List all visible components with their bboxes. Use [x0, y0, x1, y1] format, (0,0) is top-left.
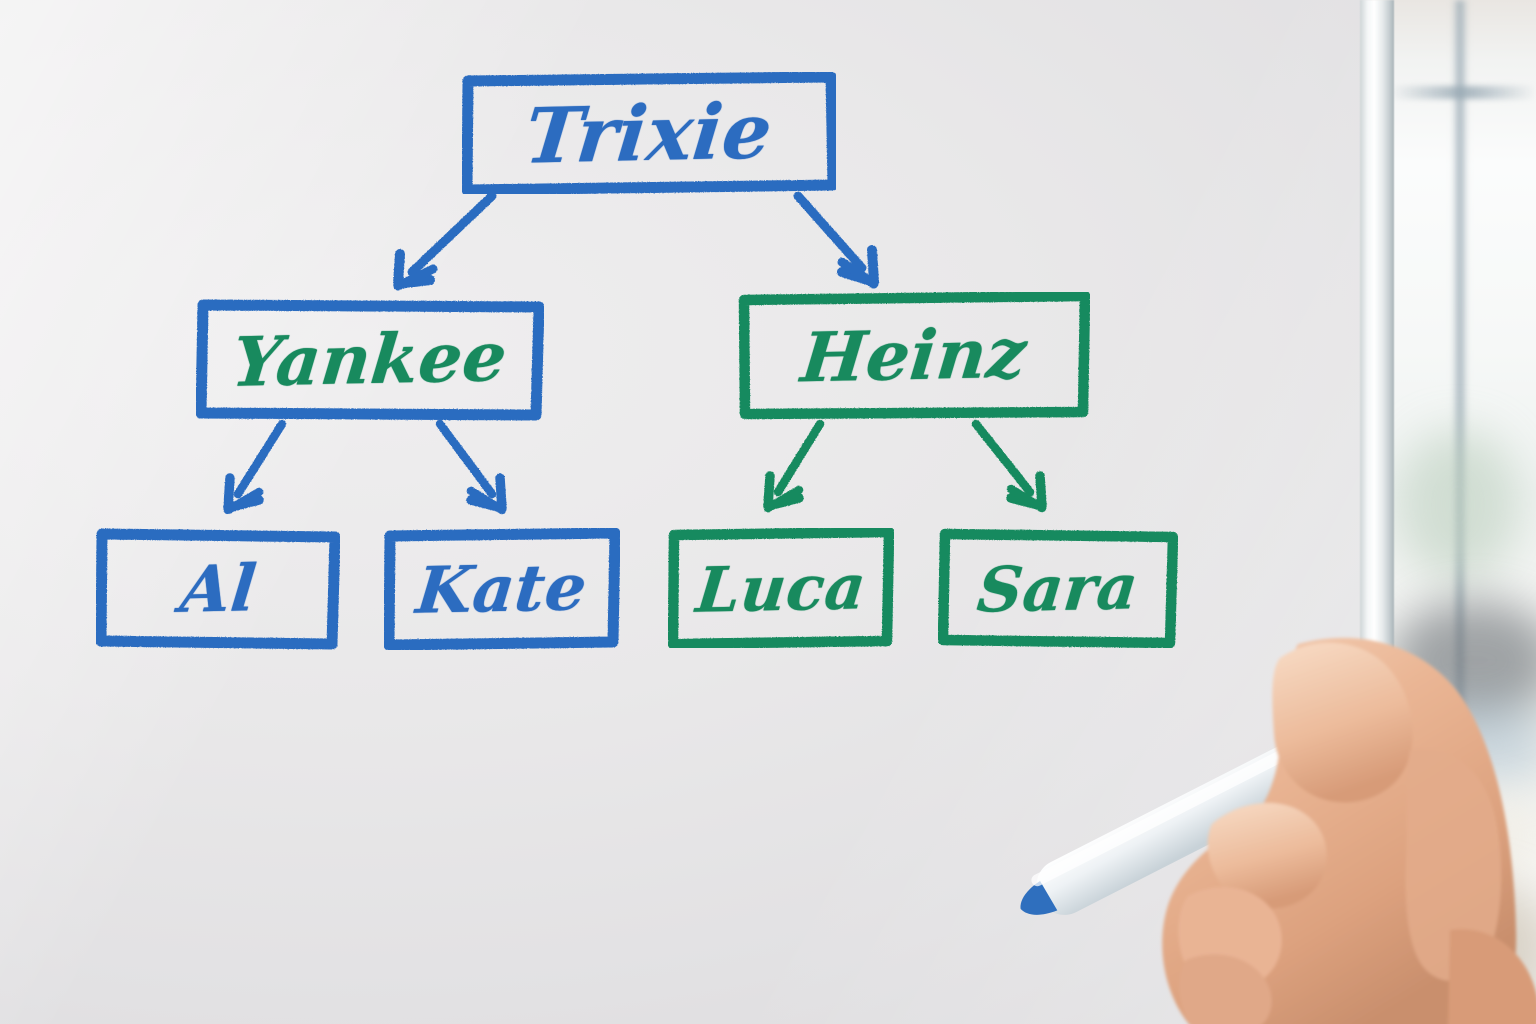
hand-holding-marker	[1020, 637, 1536, 1024]
node-al-label: Al	[176, 550, 260, 628]
ring-finger	[1179, 954, 1272, 1024]
thumb	[1207, 802, 1327, 909]
node-luca-label: Luca	[692, 549, 870, 627]
marker-highlight	[1031, 737, 1311, 887]
hand	[1162, 637, 1536, 1024]
edge-trixie-heinz	[793, 191, 879, 289]
marker-barrel	[1036, 733, 1339, 915]
node-trixie-label: Trixie	[521, 85, 777, 181]
node-heinz[interactable]: Heinz	[738, 292, 1090, 420]
wrist	[1448, 929, 1536, 1024]
edge-trixie-yankee	[393, 191, 497, 291]
foliage-blob	[1398, 430, 1518, 580]
node-sara-label: Sara	[974, 549, 1142, 627]
window-mullion-horizontal	[1390, 86, 1536, 99]
node-yankee-label: Yankee	[228, 317, 512, 403]
knuckles	[1405, 748, 1502, 981]
marker-tip	[1020, 881, 1058, 915]
edge-heinz-luca	[763, 419, 825, 513]
edge-yankee-kate	[435, 419, 507, 515]
node-yankee[interactable]: Yankee	[196, 298, 544, 422]
node-heinz-label: Heinz	[797, 313, 1031, 399]
node-trixie[interactable]: Trixie	[462, 72, 836, 194]
diagram-connectors	[223, 191, 1047, 515]
node-kate[interactable]: Kate	[384, 528, 620, 650]
node-luca[interactable]: Luca	[668, 528, 894, 648]
index-finger	[1272, 642, 1413, 803]
node-al[interactable]: Al	[96, 528, 340, 650]
edge-heinz-sara	[971, 419, 1047, 513]
edge-yankee-al	[223, 419, 287, 515]
node-kate-label: Kate	[413, 549, 591, 629]
